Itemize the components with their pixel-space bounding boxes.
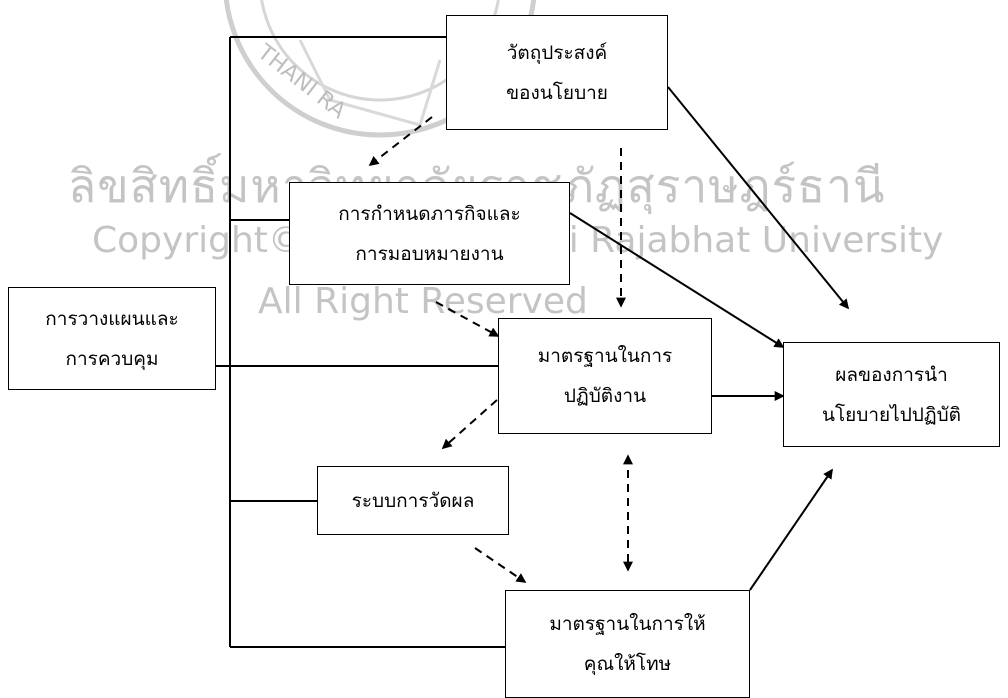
outcome-label-1: ผลของการนำ	[835, 363, 948, 386]
watermark-rights: All Right Reserved	[258, 281, 588, 322]
objectives-box: วัตถุประสงค์ ของนโยบาย	[446, 15, 668, 130]
mission-label-1: การกำหนดภารกิจและ	[338, 202, 521, 225]
measurement-to-reward-arrow	[474, 547, 527, 583]
planning-box: การวางแผนและ การควบคุม	[8, 287, 216, 390]
planning-label-2: การควบคุม	[65, 347, 159, 370]
objectives-label-1: วัตถุประสงค์	[506, 41, 608, 64]
planning-label-1: การวางแผนและ	[45, 307, 179, 330]
standards-box: มาตรฐานในการ ปฏิบัติงาน	[498, 318, 712, 434]
reward-box: มาตรฐานในการให้ คุณให้โทษ	[505, 590, 750, 698]
reward-to-outcome-arrow	[749, 468, 833, 591]
outcome-box: ผลของการนำ นโยบายไปปฏิบัติ	[783, 342, 1000, 447]
standards-label-2: ปฏิบัติงาน	[563, 385, 647, 407]
mission-to-standards-arrow	[435, 301, 500, 337]
objectives-label-2: ของนโยบาย	[506, 81, 608, 104]
mission-to-outcome-arrow	[569, 212, 785, 348]
outcome-label-2: นโยบายไปปฏิบัติ	[821, 403, 962, 426]
objectives-to-outcome-arrow	[667, 86, 850, 310]
mission-box: การกำหนดภารกิจและ การมอบหมายงาน	[289, 182, 570, 285]
standards-to-measurement-arrow	[441, 399, 498, 450]
objectives-to-mission-arrow	[368, 116, 433, 167]
standards-label-1: มาตรฐานในการ	[537, 345, 673, 367]
reward-label-1: มาตรฐานในการให้	[549, 613, 706, 635]
measurement-box: ระบบการวัดผล	[317, 466, 509, 535]
mission-label-2: การมอบหมายงาน	[355, 242, 504, 265]
measurement-label: ระบบการวัดผล	[351, 489, 475, 512]
reward-label-2: คุณให้โทษ	[583, 653, 672, 675]
